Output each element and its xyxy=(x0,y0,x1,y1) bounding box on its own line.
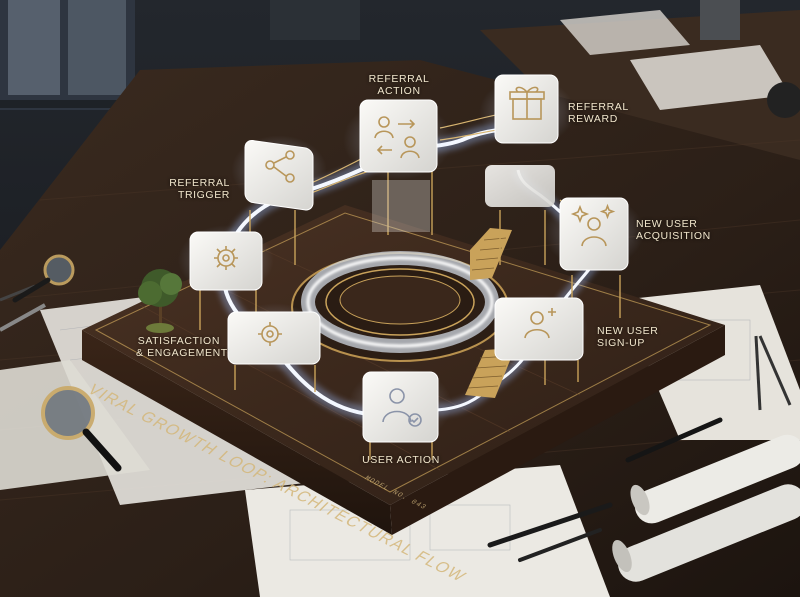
node-new-user-signup xyxy=(494,297,584,361)
node-satisfaction-engagement-lower xyxy=(227,311,321,365)
label-satisfaction-engagement: SATISFACTION & ENGAGEMENT xyxy=(136,335,228,359)
label-user-action: USER ACTION xyxy=(358,454,444,466)
label-new-user-signup-line2: SIGN-UP xyxy=(597,337,645,349)
label-new-user-acquisition-line2: ACQUISITION xyxy=(636,230,711,242)
gift-icon xyxy=(509,86,545,120)
label-referral-action-line1: REFERRAL xyxy=(368,73,430,85)
label-new-user-acquisition: NEW USER ACQUISITION xyxy=(636,218,711,242)
user-signup-icon xyxy=(524,308,556,339)
label-new-user-signup-line1: NEW USER xyxy=(597,325,659,337)
label-referral-action-line2: ACTION xyxy=(377,85,421,97)
label-referral-trigger-line2: TRIGGER xyxy=(177,189,230,201)
gear-icon xyxy=(214,246,238,270)
label-referral-reward-line2: REWARD xyxy=(568,113,618,125)
node-referral-trigger xyxy=(244,139,314,211)
user-sparkle-icon xyxy=(570,203,616,247)
label-referral-reward: REFERRAL REWARD xyxy=(568,101,629,125)
label-referral-trigger-line1: REFERRAL xyxy=(169,177,230,189)
label-satisfaction-engagement-line1: SATISFACTION xyxy=(137,335,220,347)
label-satisfaction-engagement-line2: & ENGAGEMENT xyxy=(136,347,228,359)
label-new-user-signup: NEW USER SIGN-UP xyxy=(597,325,658,349)
gear-icon xyxy=(258,322,282,346)
label-referral-reward-line1: REFERRAL xyxy=(568,101,629,113)
share-icon xyxy=(265,150,295,183)
label-new-user-acquisition-line1: NEW USER xyxy=(636,218,698,230)
user-check-icon xyxy=(382,388,422,427)
people-exchange-icon xyxy=(374,116,420,159)
node-referral-action xyxy=(359,99,438,173)
label-user-action-line1: USER ACTION xyxy=(362,454,440,466)
node-satisfaction-engagement xyxy=(189,231,263,291)
node-new-user-acquisition xyxy=(559,197,629,271)
node-referral-reward xyxy=(494,74,559,144)
node-user-action xyxy=(362,371,439,443)
label-referral-action: REFERRAL ACTION xyxy=(362,73,436,97)
label-referral-trigger: REFERRAL TRIGGER xyxy=(160,177,230,201)
